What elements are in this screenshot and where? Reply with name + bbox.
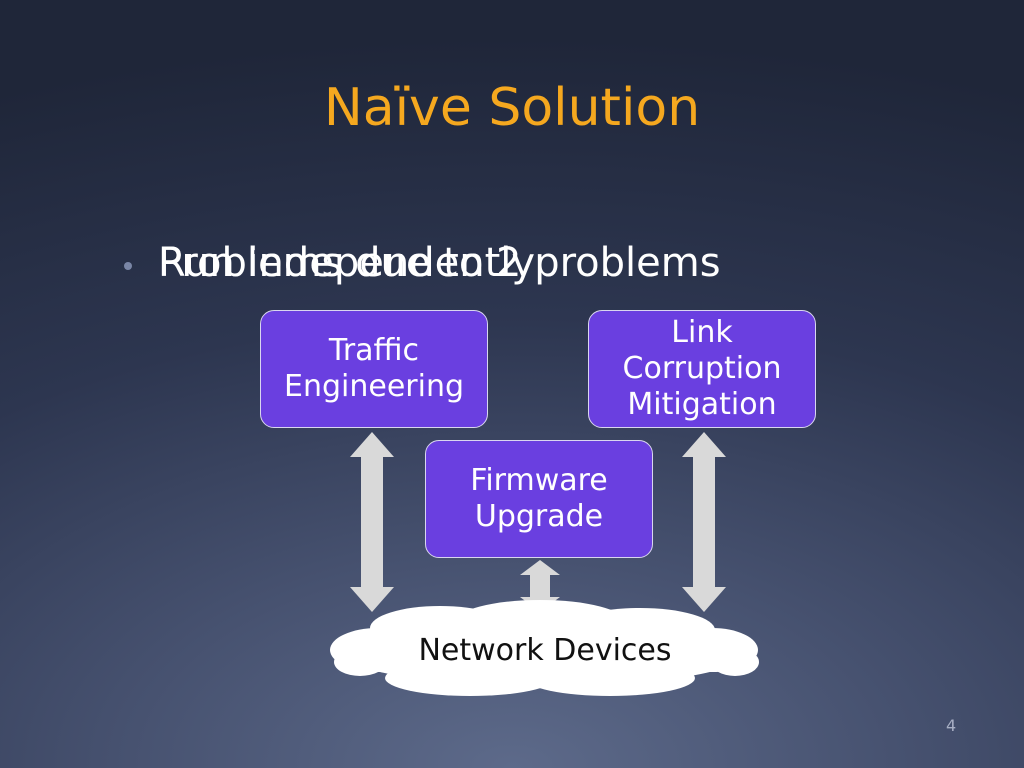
- box-label-line: Corruption: [622, 351, 782, 386]
- box-label-line: Firmware: [470, 463, 608, 498]
- link-corruption-mitigation-box: Link Corruption Mitigation: [588, 310, 816, 428]
- slide-title: Naïve Solution: [323, 78, 701, 138]
- bullet-overlay-text: Problems due to 2 problems: [158, 240, 721, 286]
- network-devices-label: Network Devices: [418, 633, 672, 668]
- box-label-line: Engineering: [284, 369, 464, 404]
- page-number: 4: [946, 716, 957, 735]
- bullet-dot: [124, 262, 132, 270]
- double-arrow-right: [682, 432, 726, 612]
- box-label-line: Mitigation: [627, 387, 777, 422]
- cloud-shape: [330, 600, 759, 696]
- box-label-line: Upgrade: [474, 499, 604, 534]
- firmware-upgrade-box: Firmware Upgrade: [425, 440, 653, 558]
- double-arrow-middle: [520, 560, 560, 612]
- double-arrow-left: [350, 432, 394, 612]
- box-label-line: Traffic: [328, 333, 420, 368]
- bullet-text: Run independently: [158, 240, 536, 286]
- traffic-engineering-box: Traffic Engineering: [260, 310, 488, 428]
- box-label-line: Link: [671, 315, 733, 350]
